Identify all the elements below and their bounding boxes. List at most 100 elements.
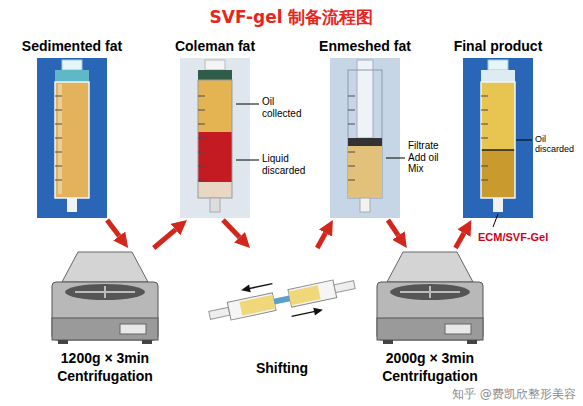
gel-layer [481,150,515,198]
leader-line [386,158,405,159]
label-holder: Filtrate Add oil Mix [408,140,448,175]
luer-connector [274,295,291,304]
flow-arrow [154,230,176,248]
centrifuge-front [377,318,483,340]
watermark: 知乎 @费凯欣整形美容 [452,388,576,402]
process-step: 2000g × 3minCentrifugation [372,250,488,385]
flow-arrow [456,233,464,248]
fat-content [239,295,275,316]
barrel-highlight [58,84,62,194]
plunger-rod [334,281,355,293]
centrifuge-picture [52,252,158,344]
step-syringe: Enmeshed fat [319,38,411,218]
leader-line [493,214,498,227]
flow-arrow [107,220,119,236]
centrifuge-lid [387,252,473,282]
syringe-nozzle [67,198,77,212]
step-syringe: Coleman fat [175,38,255,218]
plunger-seal [198,70,232,80]
flow-arrow [223,220,240,237]
coleman-fat-photo [180,58,259,218]
label-holder: Liquid discarded [262,153,310,176]
centrifuge-lid [62,252,148,282]
liquid-layer [198,132,232,182]
picture-slot [372,250,488,345]
direction-arrowhead [313,306,323,316]
rotor [75,286,135,298]
picture-slot [319,58,411,218]
syringe-nozzle [360,198,370,212]
plunger-head [488,60,508,70]
product-label: ECM/SVF-Gel [478,231,548,244]
step-caption: Shifting [202,359,362,377]
centrifuge-foot [58,340,68,344]
shifting-syringes-picture [205,263,359,337]
picture-slot [47,250,163,345]
picture-slot [454,58,543,218]
scale-ticks [348,96,355,180]
photo-background [463,58,533,218]
title-holder: SVF-gel 制备流程图 [0,6,583,28]
picture-slot [175,58,255,218]
callout-label: Oil collected [262,96,310,119]
plunger-rod [357,60,373,138]
syringe-barrel [348,70,382,198]
plunger-rod [209,307,230,319]
flow-arrow [388,220,398,236]
final-product-photo [463,58,533,227]
process-step: 1200g × 3minCentrifugation [47,250,163,385]
control-panel [120,324,146,334]
photo-background [180,58,250,218]
emulsified-fat [348,146,382,198]
fat-content [288,285,320,305]
layer-boundary [481,149,515,151]
photo-background [37,58,107,218]
leader-line [236,160,259,161]
centrifuge-foot [467,340,477,344]
rotor-well [390,284,470,300]
control-panel [445,324,471,334]
syringe-barrel [288,280,337,307]
callout-label: Filtrate Add oil Mix [408,140,448,175]
callout-label: Liquid discarded [262,153,310,176]
bottom-layer [198,182,232,198]
flow-arrow [317,233,325,248]
direction-arrow [292,311,315,316]
step-heading: Final product [454,38,543,55]
syringe-barrel [198,80,232,198]
picture-slot [202,250,362,355]
leader-line [236,104,259,105]
fat-content [55,82,89,198]
oil-layer [481,82,515,150]
centrifuge-body [377,282,483,340]
syringe-barrel [481,82,515,198]
step-syringe: Sedimented fat [22,38,122,218]
centrifuge-body [52,282,158,340]
syringe-barrel [227,293,276,320]
step-syringe: Final product [454,38,543,218]
plunger-head [205,60,225,70]
rotor [400,286,460,298]
process-step: Shifting [202,250,362,377]
plunger-seal [348,138,382,146]
step-heading: Coleman fat [175,38,255,55]
direction-arrowhead [240,285,250,295]
centrifuge-foot [142,340,152,344]
label-holder: ECM/SVF-Gel [478,231,548,244]
plunger-seal [55,70,89,82]
step-heading: Enmeshed fat [319,38,411,55]
sedimented-fat-photo [37,58,107,218]
scale-ticks [481,96,488,180]
rotor-well [65,284,145,300]
callout-label: Oil discarded [535,134,579,155]
centrifuge-picture [377,252,483,344]
label-holder: Oil collected [262,96,310,119]
scale-ticks [55,96,62,180]
label-holder: 知乎 @费凯欣整形美容 [452,388,576,402]
centrifuge-foot [383,340,393,344]
step-caption: Centrifugation [372,367,488,385]
step-caption: Centrifugation [47,367,163,385]
picture-slot [22,58,122,218]
